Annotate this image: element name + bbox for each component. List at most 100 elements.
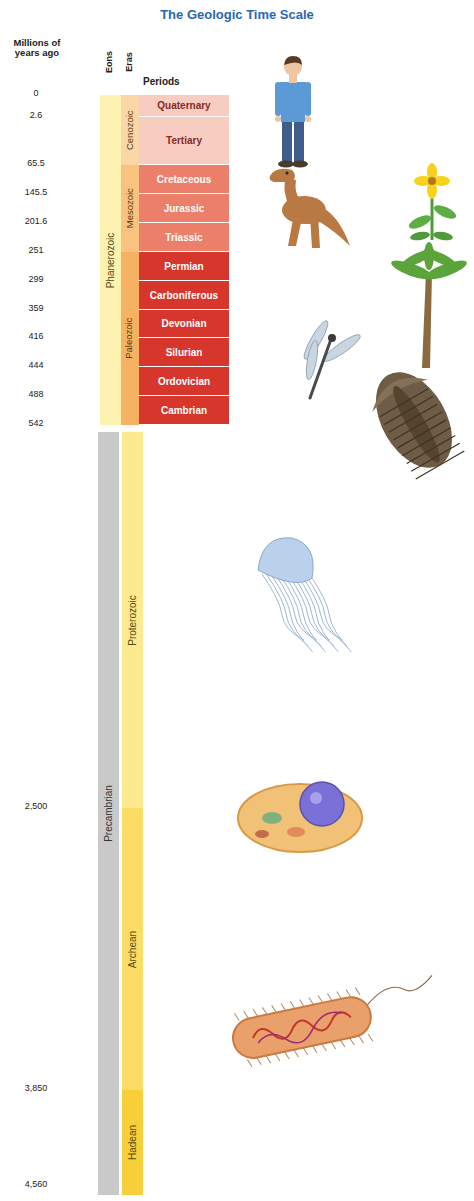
age-number: 299 [8, 275, 64, 285]
column-header: Periods [143, 76, 213, 87]
period-label: Triassic [165, 232, 202, 243]
nucleolus [310, 792, 322, 804]
age-number: 3,850 [8, 1084, 64, 1094]
flower-leaf [407, 212, 433, 231]
dino-leg [310, 214, 320, 248]
column-header: Millions of years ago [6, 38, 68, 59]
bacterium [228, 972, 443, 1070]
pilus [359, 1035, 364, 1043]
boy-shoe [292, 161, 308, 168]
period-label: Cambrian [161, 405, 207, 416]
boy-shirt [280, 82, 306, 122]
era-band: Mesozoic [121, 165, 139, 252]
tentacle [309, 574, 351, 652]
boy-arm [275, 82, 281, 116]
period-band: Triassic [139, 223, 229, 251]
age-number: 416 [8, 332, 64, 342]
band-label: Mesozoic [125, 188, 135, 228]
eon-band: Proterozoic [122, 432, 143, 808]
period-label: Silurian [166, 347, 203, 358]
boy-neck [289, 75, 297, 83]
period-band: Silurian [139, 338, 229, 366]
period-label: Quaternary [157, 100, 210, 111]
band-label: Precambrian [103, 785, 114, 842]
age-number: 359 [8, 304, 64, 314]
column-header: Eras [125, 52, 135, 72]
dino-eye [286, 172, 289, 175]
age-number: 488 [8, 390, 64, 400]
boy-hair [284, 56, 302, 65]
segment-line [416, 451, 464, 479]
band-label: Cenozoic [125, 110, 135, 150]
age-number: 201.6 [8, 217, 64, 227]
age-number: 2.6 [8, 111, 64, 121]
age-number: 65.5 [8, 159, 64, 169]
band-label: Paleozoic [125, 318, 135, 359]
pilus [247, 1059, 252, 1067]
period-band: Quaternary [139, 95, 229, 116]
flower-center [428, 177, 436, 185]
period-label: Devonian [161, 318, 206, 329]
flagellum [363, 975, 435, 1005]
period-label: Permian [164, 261, 203, 272]
period-label: Jurassic [164, 203, 205, 214]
period-label: Ordovician [158, 376, 210, 387]
frond [424, 242, 434, 270]
trilobite-body [360, 359, 467, 481]
dino-head [270, 169, 296, 182]
flower-leaf [432, 202, 458, 221]
cell-membrane [238, 784, 362, 852]
bacterium-cell [229, 993, 374, 1061]
pilus [346, 989, 351, 997]
dino-leg [288, 214, 302, 246]
dragonfly [301, 318, 363, 398]
age-number: 4,560 [8, 1180, 64, 1190]
flower-petals [414, 163, 450, 199]
period-label: Tertiary [166, 135, 202, 146]
palm-trunk [422, 272, 432, 368]
period-band: Carboniferous [139, 281, 229, 309]
period-band: Ordovician [139, 367, 229, 395]
boy-hand [275, 116, 281, 122]
tentacle [301, 574, 343, 640]
boy-leg [282, 118, 292, 162]
age-number: 2,500 [8, 802, 64, 812]
organelle [262, 812, 282, 824]
diagram-title: The Geologic Time Scale [100, 8, 374, 22]
flowering-plant [407, 163, 458, 242]
organelle [287, 827, 305, 837]
boy-hand [305, 116, 311, 122]
period-label: Carboniferous [150, 290, 218, 301]
era-band: Cenozoic [121, 95, 139, 165]
flower-leaf [409, 230, 430, 241]
period-band: Permian [139, 252, 229, 280]
dino-arm [282, 200, 294, 213]
boy-shoe [278, 161, 294, 168]
band-label: Archean [127, 930, 138, 967]
eon-band: Precambrian [98, 432, 119, 1195]
trilobite [360, 359, 467, 481]
jellyfish-tentacles [262, 574, 351, 652]
palm-fronds [389, 242, 468, 283]
eon-band: Archean [122, 808, 143, 1090]
period-band: Devonian [139, 310, 229, 337]
eukaryotic-cell [238, 782, 362, 852]
band-label: Hadean [127, 1125, 138, 1160]
pilus [368, 1033, 373, 1041]
tentacle [305, 574, 347, 646]
period-band: Tertiary [139, 117, 229, 164]
dragonfly-head [328, 334, 336, 342]
era-band: Paleozoic [121, 252, 139, 425]
band-label: Proterozoic [127, 595, 138, 646]
eon-band: Hadean [122, 1090, 143, 1195]
nucleus [300, 782, 344, 826]
age-number: 0 [8, 89, 64, 99]
age-number: 542 [8, 419, 64, 429]
column-header: Eons [105, 51, 115, 73]
bacterium-dna [252, 1010, 353, 1044]
jellyfish-bell [258, 538, 313, 583]
palm-tree [389, 242, 468, 368]
